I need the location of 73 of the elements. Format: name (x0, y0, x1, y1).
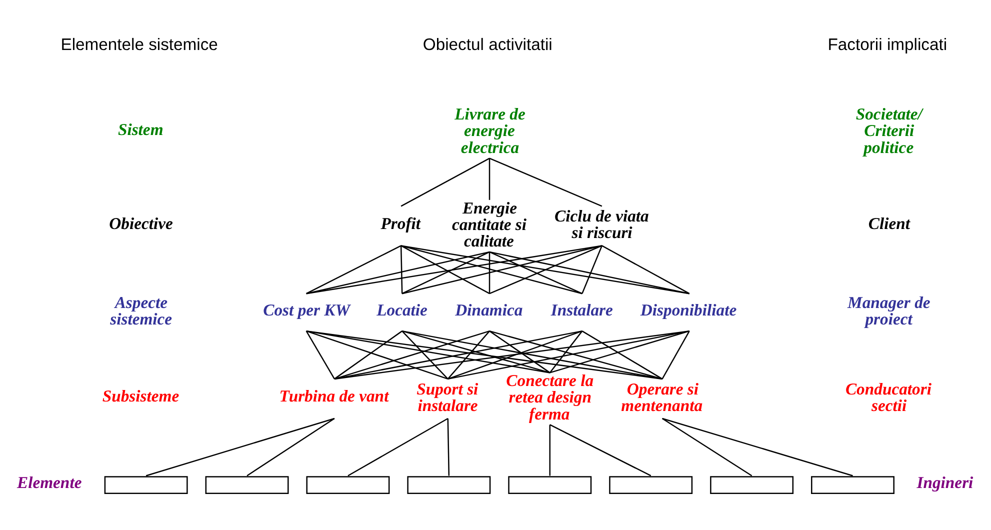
label: Obiective (109, 213, 173, 232)
connector (662, 330, 690, 379)
connector (447, 418, 450, 476)
node-box (306, 476, 390, 494)
connector (550, 424, 652, 476)
label: Elementele sistemice (60, 34, 218, 54)
connector (662, 417, 752, 476)
node-text: Locatie (376, 300, 428, 319)
connector (306, 330, 448, 380)
connector (662, 417, 853, 476)
node-text: Cost per KW (263, 300, 350, 319)
connector (400, 157, 490, 206)
node-box (508, 476, 592, 494)
connector (489, 157, 602, 206)
connector (489, 250, 582, 294)
connector (550, 330, 690, 373)
node-text: Profit (380, 213, 421, 232)
label: Sistem (118, 120, 164, 139)
node-text: Disponibiliate (640, 300, 737, 319)
connector (306, 244, 402, 294)
node-text: Turbina de vant (279, 386, 389, 406)
connector (402, 330, 550, 373)
connector (489, 250, 690, 294)
connector (489, 330, 550, 373)
connector (334, 330, 490, 380)
label: Aspecte sistemice (110, 292, 172, 328)
node-text: Dinamica (455, 300, 523, 319)
node-box (710, 476, 794, 494)
connector (549, 424, 550, 476)
label: Factorii implicati (828, 34, 948, 54)
connector (246, 417, 335, 476)
connector (549, 330, 583, 373)
connector (582, 244, 602, 294)
label: Ingineri (916, 472, 974, 492)
connector (489, 244, 602, 294)
node-box (205, 476, 289, 494)
node-text: Ciclu de viata si riscuri (554, 206, 649, 242)
node-box (811, 476, 894, 494)
node-text: Instalare (550, 300, 613, 319)
connector (400, 245, 403, 294)
label: Client (868, 213, 910, 232)
connector (306, 250, 490, 294)
connector (348, 417, 448, 476)
label: Societate/ Criterii politice (856, 104, 922, 156)
connector (334, 330, 402, 379)
connector (402, 330, 448, 379)
node-text: Conectare la retea design ferma (506, 370, 594, 423)
node-text: Energie cantitate si calitate (452, 198, 526, 250)
label: Conducatori sectii (845, 378, 932, 414)
connector (146, 417, 335, 476)
label: Elemente (17, 472, 82, 492)
label: Subsisteme (102, 386, 180, 406)
node-box (609, 476, 693, 494)
connector (306, 330, 335, 379)
connector (602, 244, 690, 294)
label: Manager de proiect (848, 292, 930, 328)
connector (402, 330, 662, 380)
connector (489, 330, 662, 380)
connector (488, 158, 490, 200)
connector (447, 330, 490, 379)
connector (306, 244, 602, 294)
connector (488, 251, 490, 294)
connector (448, 330, 690, 380)
node-text: Suport si instalare (416, 378, 478, 414)
node-box (407, 476, 491, 494)
connector (448, 330, 582, 380)
label: Obiectul activitatii (422, 34, 552, 54)
node-text: Operare si mentenanta (621, 378, 703, 414)
connector (400, 244, 690, 294)
node-box (104, 476, 188, 494)
connector (582, 330, 663, 379)
connector (334, 330, 582, 380)
node-text: Livrare de energie electrica (454, 104, 526, 156)
